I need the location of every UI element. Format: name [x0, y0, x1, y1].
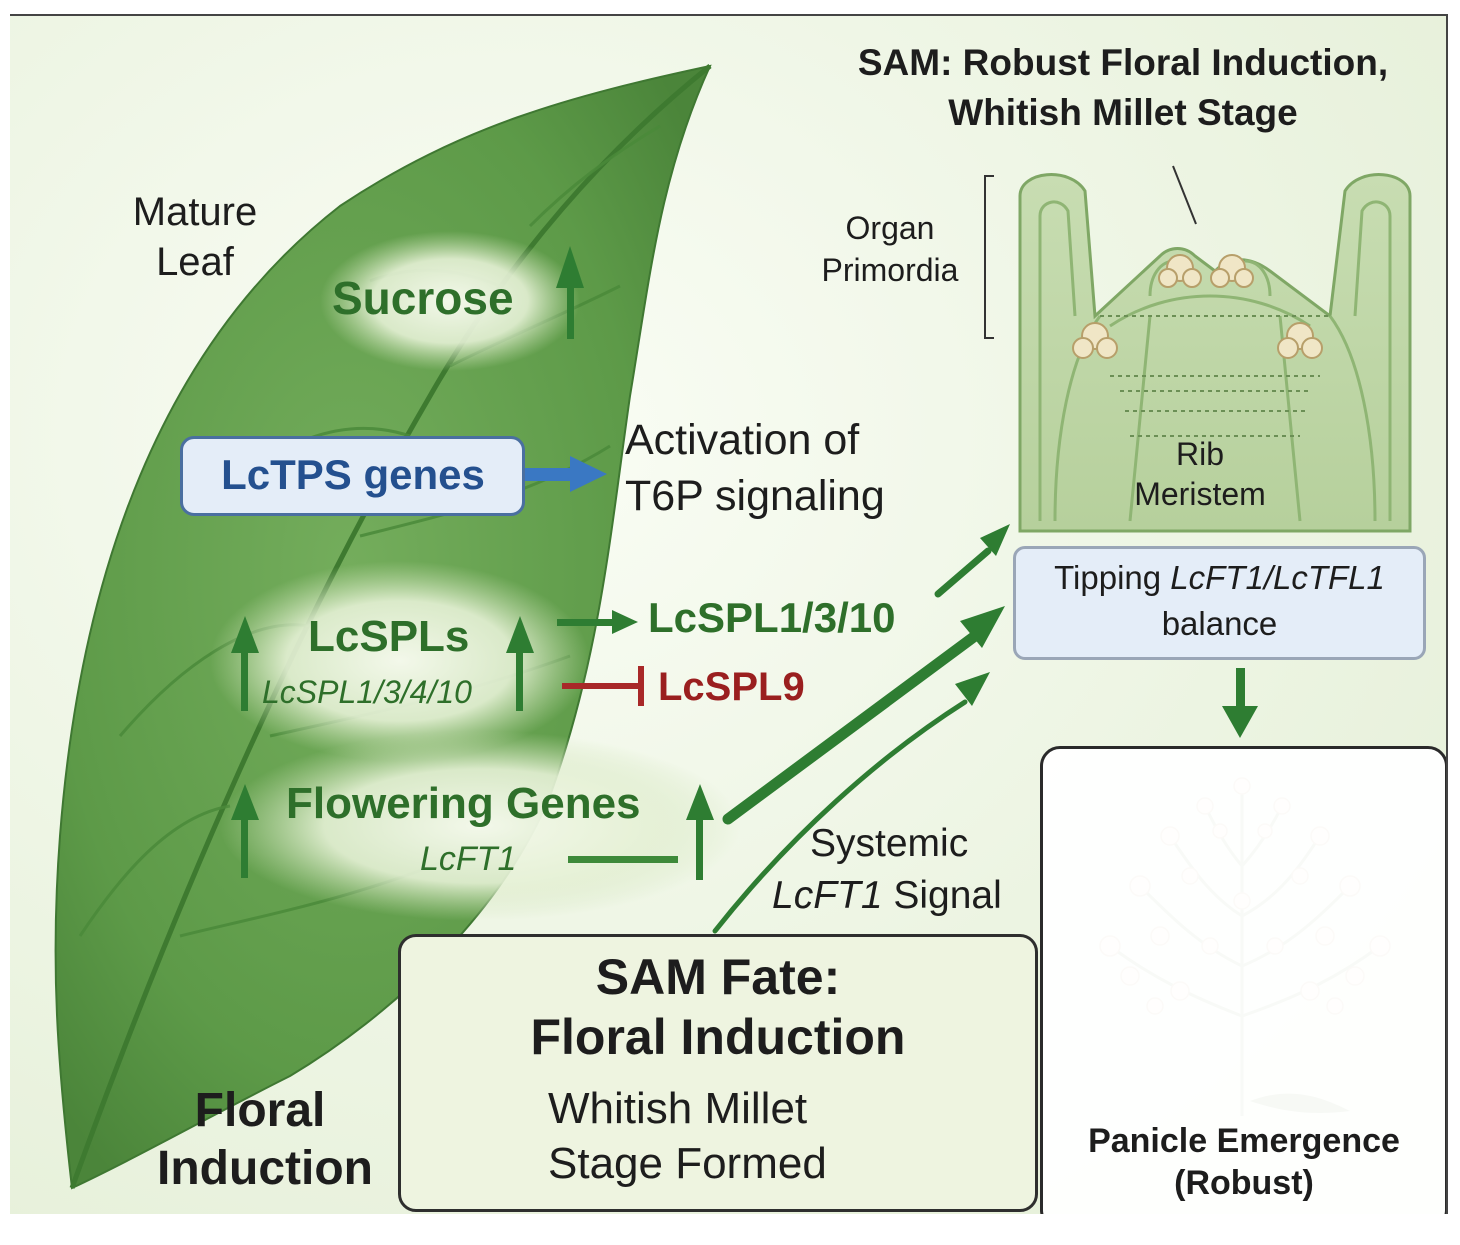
- lcspl-activation-arrow: [557, 610, 638, 634]
- tipping-line2: balance: [1161, 605, 1278, 642]
- sam-title-line1: SAM: Robust Floral Induction,: [857, 42, 1389, 83]
- panicle-line2: (Robust): [1174, 1164, 1314, 1202]
- flowering-up-arrow-left: [241, 818, 248, 878]
- panicle-box: [1040, 746, 1446, 1214]
- lcspls-up-arrow-right: [516, 651, 523, 711]
- primordia-bracket: [984, 175, 994, 339]
- systemic-rest: Signal: [882, 874, 1002, 917]
- organ-primordia-flowers: [1072, 254, 1323, 359]
- rib-meristem-line1: Rib: [1175, 436, 1224, 472]
- floral-induction-line2: Induction: [157, 1142, 373, 1195]
- diagram-frame: SAM: Robust Floral Induction, Whitish Mi…: [10, 14, 1448, 1214]
- lcspl9-label: LcSPL9: [658, 665, 805, 709]
- title-pointer-line: [1172, 165, 1197, 225]
- flowering-up-arrow-right: [696, 818, 703, 880]
- lcspls-up-arrow-left: [241, 651, 248, 711]
- lctps-genes-label: LcTPS genes: [221, 451, 485, 498]
- sam-illustration: [984, 165, 1412, 533]
- systemic-line1: Systemic: [810, 822, 969, 865]
- sam-title-line2: Whitish Millet Stage: [948, 92, 1298, 133]
- down-arrow-to-panicle: [1222, 668, 1258, 738]
- lcspls-label: LcSPLs: [308, 612, 470, 661]
- floral-induction-line1: Floral: [194, 1084, 326, 1137]
- lctps-activation-arrow: [525, 456, 607, 492]
- activation-line2: T6P signaling: [625, 472, 885, 520]
- tipping-genes: LcFT1/LcTFL1: [1170, 559, 1385, 596]
- activation-line1: Activation of: [625, 416, 860, 464]
- sucrose-glow: [320, 231, 580, 371]
- systemic-gene: LcFT1: [772, 874, 883, 917]
- flowering-glow: [220, 731, 740, 921]
- leaf-illustration: [54, 64, 740, 1190]
- tipping-line1: Tipping LcFT1/LcTFL1: [1016, 559, 1423, 596]
- mature-leaf-label-line2: Leaf: [156, 240, 234, 284]
- panicle-line1: Panicle Emergence: [1088, 1122, 1400, 1160]
- tipping-prefix: Tipping: [1054, 559, 1171, 596]
- systemic-line2: LcFT1 Signal: [772, 874, 1002, 917]
- rib-meristem-line2: Meristem: [1134, 476, 1266, 512]
- tipping-balance-box: Tipping LcFT1/LcTFL1 balance: [1013, 546, 1426, 660]
- organ-primordia-line1: Organ: [845, 210, 935, 246]
- arrow-flowering-to-sam: [722, 630, 981, 825]
- lcft1-label: LcFT1: [420, 840, 517, 878]
- lcspl-active-label: LcSPL1/3/10: [648, 594, 896, 641]
- flowering-genes-label: Flowering Genes: [286, 779, 641, 828]
- arrows-to-sam: [712, 547, 992, 934]
- organ-primordia-line2: Primordia: [821, 252, 959, 288]
- lcspls-glow: [210, 561, 590, 761]
- sam-fate-line2: Floral Induction: [530, 1009, 906, 1065]
- mature-leaf-label-line1: Mature: [132, 190, 258, 234]
- sucrose-up-arrow: [567, 284, 574, 339]
- whitish-line2: Stage Formed: [548, 1139, 827, 1188]
- lcspls-sublabel: LcSPL1/3/4/10: [262, 674, 472, 710]
- lcspl9-inhibition: [562, 666, 644, 706]
- arrow-systemic-signal: [712, 699, 968, 934]
- up-arrows: [231, 246, 714, 880]
- arrowheads-to-sam: [955, 524, 1010, 706]
- sam-fate-line1: SAM Fate:: [595, 949, 841, 1005]
- lcft1-line: [568, 856, 678, 863]
- sucrose-label: Sucrose: [332, 272, 514, 324]
- sam-fate-box: [398, 934, 1038, 1212]
- lctps-genes-box: LcTPS genes: [180, 436, 525, 516]
- arrow-lcspl-to-sam: [934, 547, 992, 598]
- whitish-line1: Whitish Millet: [548, 1084, 808, 1133]
